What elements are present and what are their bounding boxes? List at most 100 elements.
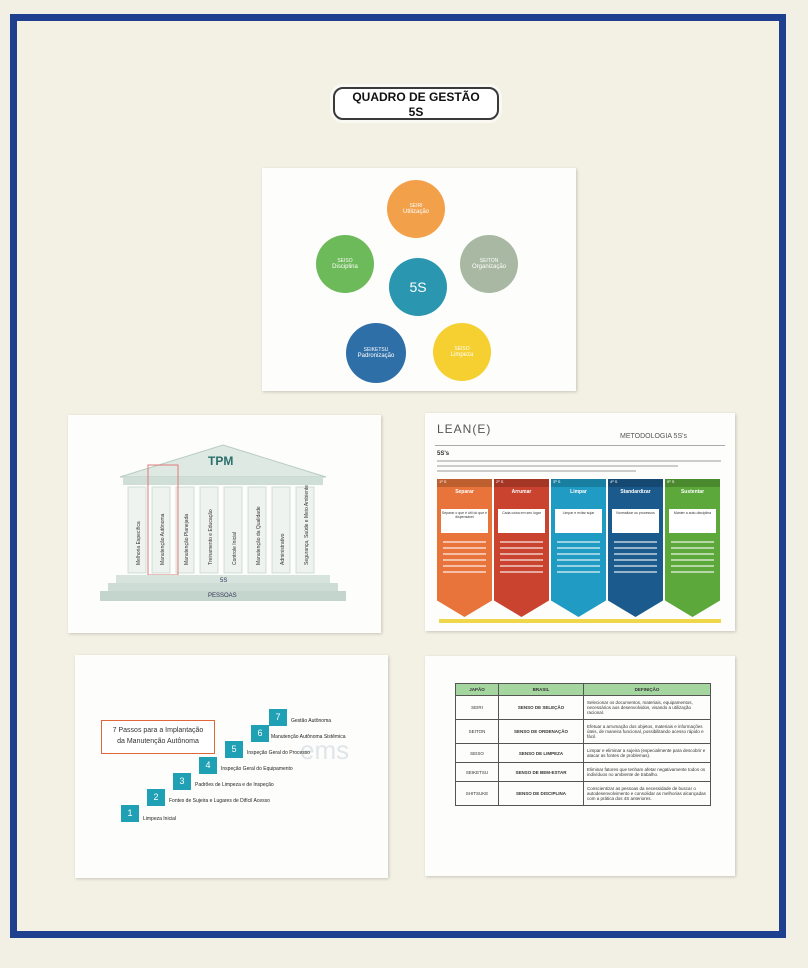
- five-s-circle-label: Padronização: [357, 353, 395, 359]
- lean-sheet: LEAN(E) METODOLOGIA 5S's 5S's 1º S Separ…: [425, 413, 735, 631]
- table-cell-japan: SEIKETSU: [455, 762, 499, 782]
- five-s-circle-sub: SEITON: [479, 258, 499, 264]
- table-cell-japan: SHITSUKE: [455, 781, 499, 806]
- step-number-box: 7: [269, 709, 287, 726]
- tpm-pillar-label: Melhoria Específica: [136, 521, 142, 565]
- lean-column-phrase: Cada coisa em seu lugar: [498, 509, 545, 533]
- step-label: Inspeção Geral do Processo: [247, 750, 311, 756]
- table-cell-brazil: SENSO DE ORDENAÇÃO: [498, 719, 584, 744]
- lean-column-lines: [671, 541, 714, 577]
- five-s-circle-sub: SEISO: [454, 346, 470, 352]
- tpm-sheet: TPM 5S PESSOAS Melhoria Específica Manut…: [68, 415, 381, 633]
- table-cell-definition: Conscientizar as pessoas da necessidade …: [583, 781, 711, 806]
- tpm-title: TPM: [208, 454, 234, 468]
- table-cell-brazil: SENSO DE SELEÇÃO: [498, 695, 584, 720]
- tpm-pillar-label: Administrativo: [280, 533, 286, 565]
- step-label: Fontes de Sujeira e Lugares de Difícil A…: [169, 798, 270, 804]
- tpm-pillar-label: Manutenção Autônoma: [160, 513, 166, 565]
- table-row: SEISO SENSO DE LIMPEZA Limpar e eliminar…: [455, 743, 711, 763]
- lean-column-title: Separar: [455, 489, 474, 495]
- lean-column: 1º S Separar Separar o que é útil do que…: [437, 479, 492, 617]
- lean-column: 3º S Limpar Limpar e evitar sujar: [551, 479, 606, 617]
- steps-title-line1: 7 Passos para a Implantação: [112, 727, 204, 734]
- lean-column-title: Standardizar: [620, 489, 651, 495]
- step-number-box: 5: [225, 741, 243, 758]
- lean-column-lines: [443, 541, 486, 577]
- five-s-circle-label: Organização: [471, 264, 507, 270]
- lean-column-num: 1º S: [437, 479, 492, 487]
- step-label: Inspeção Geral do Equipamento: [221, 766, 293, 772]
- lean-section: 5S's: [437, 451, 450, 457]
- table-cell-definition: Efetuar a arrumação dos objetos, materia…: [583, 719, 711, 744]
- table-cell-definition: Selecionar os documentos, materiais, equ…: [583, 695, 711, 720]
- table-cell-brazil: SENSO DE LIMPEZA: [498, 743, 584, 763]
- table-row: SEITON SENSO DE ORDENAÇÃO Efetuar a arru…: [455, 719, 711, 744]
- lean-column-num: 3º S: [551, 479, 606, 487]
- five-s-circle-label: Utilização: [402, 209, 429, 215]
- table-cell-brazil: SENSO DE DISCIPLINA: [498, 781, 584, 806]
- five-s-circle-label: Limpeza: [450, 352, 474, 358]
- step-number-box: 6: [251, 725, 269, 742]
- table-cell-japan: SEISO: [455, 743, 499, 763]
- five-s-circle-sub: SEIRI: [409, 203, 423, 209]
- table-cell-definition: Eliminar fatores que tenham afetar negat…: [583, 762, 711, 782]
- lean-column-lines: [557, 541, 600, 577]
- table-cell-japan: SEITON: [455, 719, 499, 744]
- lean-column-num: 5º S: [665, 479, 720, 487]
- lean-column-num: 4º S: [608, 479, 663, 487]
- five-s-sheet: SEIRI Utilização SEITON Organização SEIS…: [262, 168, 576, 391]
- table-cell-brazil: SENSO DE BEM-ESTAR: [498, 762, 584, 782]
- tpm-temple-graphic: [100, 444, 346, 601]
- board-title-line2: 5S: [408, 105, 424, 119]
- lean-column-phrase: Limpar e evitar sujar: [555, 509, 602, 533]
- five-s-circle-bottom-left: SEIKETSU Padronização: [346, 323, 406, 383]
- table-row: SEIKETSU SENSO DE BEM-ESTAR Eliminar fat…: [455, 762, 711, 782]
- table-header: JAPÃO: [455, 683, 499, 696]
- five-s-circle-top: SEIRI Utilização: [387, 180, 445, 238]
- steps-sheet: 7 Passos para a Implantação da Manutençã…: [75, 655, 388, 878]
- lean-column-title: Limpar: [570, 489, 587, 495]
- table-cell-definition: Limpar e eliminar a sujeira (especialmen…: [583, 743, 711, 763]
- five-s-center-label: 5S: [409, 279, 427, 295]
- step-number-box: 1: [121, 805, 139, 822]
- lean-column: 2º S Arrumar Cada coisa em seu lugar: [494, 479, 549, 617]
- table-header: BRASIL: [498, 683, 584, 696]
- lean-heading: METODOLOGIA 5S's: [620, 433, 687, 440]
- table-header-row: JAPÃO BRASIL DEFINIÇÃO: [455, 683, 711, 696]
- five-s-circle-left: SEISO Disciplina: [316, 235, 374, 293]
- board-title-plate: QUADRO DE GESTÃO 5S: [333, 87, 499, 120]
- step-label: Gestão Autônoma: [291, 718, 332, 724]
- table-cell-japan: SEIRI: [455, 695, 499, 720]
- lean-column: 5º S Sustentar Manter a auto-disciplina: [665, 479, 720, 617]
- five-s-circle-label: Disciplina: [332, 264, 358, 270]
- five-s-center-circle: 5S: [389, 258, 447, 316]
- lean-divider: [435, 445, 725, 446]
- step-label: Padrões de Limpeza e de Inspeção: [195, 782, 274, 788]
- tpm-pillar-label: Manutenção da Qualidade: [256, 506, 262, 565]
- table-row: SEIRI SENSO DE SELEÇÃO Selecionar os doc…: [455, 695, 711, 720]
- lean-logo: LEAN(E): [437, 422, 492, 436]
- five-s-circle-sub: SEIKETSU: [363, 347, 389, 353]
- step-label: Limpeza Inicial: [143, 816, 177, 822]
- steps-watermark: ems: [300, 735, 350, 765]
- step-label: Manutenção Autônoma Sistêmica: [271, 734, 346, 740]
- five-s-circle-right: SEITON Organização: [460, 235, 518, 293]
- tpm-pillar-label: Treinamento e Educação: [208, 509, 214, 565]
- lean-column-phrase: Manter a auto-disciplina: [669, 509, 716, 533]
- table-row: SHITSUKE SENSO DE DISCIPLINA Conscientiz…: [455, 781, 711, 806]
- definitions-table: JAPÃO BRASIL DEFINIÇÃO SEIRI SENSO DE SE…: [455, 683, 711, 806]
- lean-intro-text: [437, 460, 721, 474]
- tpm-foundation-label: PESSOAS: [208, 593, 237, 599]
- lean-column-lines: [614, 541, 657, 577]
- step-number-box: 2: [147, 789, 165, 806]
- five-s-circle-sub: SEISO: [337, 258, 353, 264]
- tpm-pillar-label: Segurança, Saúde e Meio Ambiente: [304, 484, 310, 565]
- lean-column-lines: [500, 541, 543, 577]
- tpm-pillar-label: Controle Inicial: [232, 531, 238, 565]
- lean-column: 4º S Standardizar Normalizar os processo…: [608, 479, 663, 617]
- steps-title-line2: da Manutenção Autônoma: [117, 738, 199, 745]
- lean-column-title: Sustentar: [680, 489, 705, 495]
- five-s-circle-bottom-right: SEISO Limpeza: [433, 323, 491, 381]
- board-title-line1: QUADRO DE GESTÃO: [352, 90, 480, 104]
